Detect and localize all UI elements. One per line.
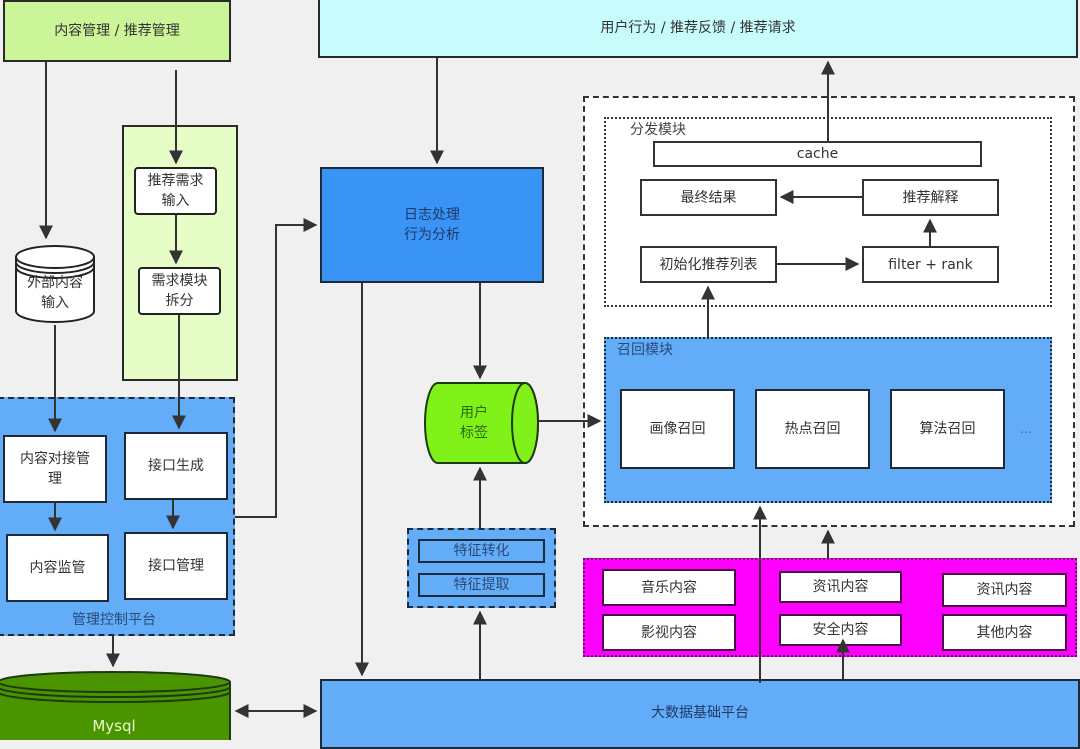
recall-more-indicator: ...: [1020, 422, 1032, 436]
content-integration-management[interactable]: 内容对接管 理: [3, 435, 107, 503]
arrow-platform-to-log: [235, 218, 318, 518]
recommend-requirement-input[interactable]: 推荐需求 输入: [134, 167, 217, 215]
recall-module-label: 召回模块: [617, 342, 673, 358]
hotspot-recall-box[interactable]: 热点召回: [755, 389, 870, 469]
user-tags-db[interactable]: 用户 标签: [424, 382, 540, 464]
cache-box[interactable]: cache: [653, 141, 982, 167]
algorithm-recall-box[interactable]: 算法召回: [890, 389, 1005, 469]
user-actions-box[interactable]: 用户行为 / 推荐反馈 / 推荐请求: [318, 0, 1078, 58]
feature-transform[interactable]: 特征转化: [418, 539, 545, 563]
mysql-label: Mysql: [92, 717, 136, 735]
external-content-input-db[interactable]: 外部内容 输入: [14, 243, 96, 325]
big-data-platform[interactable]: 大数据基础平台: [320, 679, 1080, 749]
user-tags-label: 用户 标签: [460, 405, 488, 441]
content-management-box[interactable]: 内容管理 / 推荐管理: [3, 0, 231, 62]
filter-rank-box[interactable]: filter + rank: [862, 246, 999, 283]
requirement-group: [122, 125, 238, 381]
recommend-explain-box[interactable]: 推荐解释: [862, 179, 999, 216]
external-content-input-label: 外部内容 输入: [27, 275, 83, 311]
requirement-module-split[interactable]: 需求模块 拆分: [138, 267, 221, 315]
mysql-db[interactable]: Mysql: [0, 670, 232, 740]
content-supervision[interactable]: 内容监管: [6, 534, 109, 602]
mysql-cylinder-icon: [0, 671, 231, 740]
final-result-box[interactable]: 最终结果: [640, 179, 777, 216]
interface-generation[interactable]: 接口生成: [124, 432, 228, 500]
music-content[interactable]: 音乐内容: [602, 569, 736, 606]
database-cylinder-icon: [15, 245, 95, 323]
log-processing-box[interactable]: 日志处理 行为分析: [320, 167, 544, 283]
distribution-module-label: 分发模块: [630, 122, 686, 138]
feature-extract[interactable]: 特征提取: [418, 573, 545, 597]
other-content[interactable]: 其他内容: [942, 614, 1067, 651]
profile-recall-box[interactable]: 画像召回: [620, 389, 735, 469]
init-recommend-list-box[interactable]: 初始化推荐列表: [640, 246, 777, 283]
management-control-platform-label: 管理控制平台: [72, 612, 156, 628]
news-content-2[interactable]: 资讯内容: [942, 573, 1067, 607]
horizontal-cylinder-icon: [424, 382, 539, 464]
security-content[interactable]: 安全内容: [779, 614, 902, 646]
news-content-1[interactable]: 资讯内容: [779, 571, 902, 603]
interface-management[interactable]: 接口管理: [124, 532, 228, 600]
video-content[interactable]: 影视内容: [602, 614, 736, 651]
